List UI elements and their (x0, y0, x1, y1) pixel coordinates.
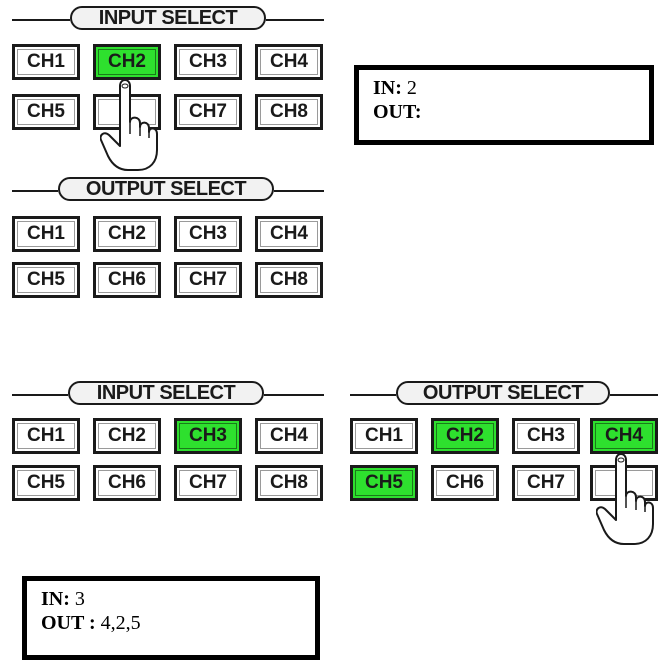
header-rule-left (350, 394, 396, 396)
panel-a-input-ch7-button[interactable]: CH7 (174, 94, 242, 130)
display-in-value: 3 (74, 588, 85, 610)
button-label: CH2 (445, 425, 484, 446)
button-label: CH4 (604, 425, 643, 446)
button-label: CH6 (445, 472, 484, 493)
display-out-label: OUT: (373, 101, 422, 123)
panel-a-status-display: IN: 2 OUT: (354, 65, 654, 145)
header-rule-right (264, 394, 324, 396)
button-label: CH1 (26, 223, 65, 244)
button-label: CH5 (26, 269, 65, 290)
panel-b-status-display: IN: 3 OUT : 4,2,5 (22, 576, 320, 660)
button-label: CH2 (107, 425, 146, 446)
panel-a-input-ch3-button[interactable]: CH3 (174, 44, 242, 80)
panel-a-output-ch2-button[interactable]: CH2 (93, 216, 161, 252)
panel-a-input-ch2-button[interactable]: CH2 (93, 44, 161, 80)
display-in-row: IN: 3 (41, 587, 315, 611)
display-in-label: IN: (373, 77, 402, 99)
button-label: CH5 (364, 472, 403, 493)
button-label: CH8 (269, 269, 308, 290)
panel-b-input-ch7-button[interactable]: CH7 (174, 465, 242, 501)
header-rule-left (12, 19, 70, 21)
button-label: CH2 (107, 51, 146, 72)
panel-b-output-ch4-button[interactable]: CH4 (590, 418, 658, 454)
panel-b-input-select-title: INPUT SELECT (68, 381, 264, 405)
header-rule-right (266, 19, 324, 21)
button-label: CH1 (26, 425, 65, 446)
panel-a-output-ch5-button[interactable]: CH5 (12, 262, 80, 298)
button-label: CH2 (107, 223, 146, 244)
button-label: CH4 (269, 425, 308, 446)
button-label: CH4 (269, 223, 308, 244)
panel-a-output-ch4-button[interactable]: CH4 (255, 216, 323, 252)
panel-b-output-select-title: OUTPUT SELECT (396, 381, 610, 405)
button-label: CH8 (269, 101, 308, 122)
panel-b-output-ch2-button[interactable]: CH2 (431, 418, 499, 454)
button-label: CH7 (526, 472, 565, 493)
display-out-row: OUT: (373, 100, 649, 124)
panel-a-input-select-title: INPUT SELECT (70, 6, 266, 30)
button-label: CH3 (188, 223, 227, 244)
panel-b-input-ch5-button[interactable]: CH5 (12, 465, 80, 501)
button-label: CH7 (188, 269, 227, 290)
display-out-label: OUT : (41, 612, 96, 634)
panel-a-output-ch1-button[interactable]: CH1 (12, 216, 80, 252)
panel-b-input-ch1-button[interactable]: CH1 (12, 418, 80, 454)
panel-b-input-ch3-button[interactable]: CH3 (174, 418, 242, 454)
panel-a-output-ch3-button[interactable]: CH3 (174, 216, 242, 252)
header-rule-left (12, 190, 58, 192)
panel-a-input-ch5-button[interactable]: CH5 (12, 94, 80, 130)
display-in-row: IN: 2 (373, 76, 649, 100)
display-in-label: IN: (41, 588, 70, 610)
panel-b-output-ch3-button[interactable]: CH3 (512, 418, 580, 454)
display-out-value: 4,2,5 (100, 612, 141, 634)
panel-b-output-ch7-button[interactable]: CH7 (512, 465, 580, 501)
button-label: CH1 (364, 425, 403, 446)
panel-b-output-ch8-button[interactable] (590, 465, 658, 501)
button-label: CH7 (188, 472, 227, 493)
panel-a-output-ch7-button[interactable]: CH7 (174, 262, 242, 298)
panel-a-input-ch4-button[interactable]: CH4 (255, 44, 323, 80)
button-label: CH5 (26, 101, 65, 122)
button-label: CH8 (269, 472, 308, 493)
panel-b-input-ch8-button[interactable]: CH8 (255, 465, 323, 501)
panel-a-input-ch1-button[interactable]: CH1 (12, 44, 80, 80)
panel-b-input-ch6-button[interactable]: CH6 (93, 465, 161, 501)
display-in-value: 2 (406, 77, 417, 99)
panel-a-output-ch6-button[interactable]: CH6 (93, 262, 161, 298)
panel-b-input-ch2-button[interactable]: CH2 (93, 418, 161, 454)
panel-b-output-ch6-button[interactable]: CH6 (431, 465, 499, 501)
button-label: CH5 (26, 472, 65, 493)
button-label: CH7 (188, 101, 227, 122)
button-label: CH3 (188, 51, 227, 72)
panel-a-input-ch6-button[interactable] (93, 94, 161, 130)
panel-a-output-ch8-button[interactable]: CH8 (255, 262, 323, 298)
header-rule-right (274, 190, 324, 192)
header-rule-right (610, 394, 658, 396)
panel-b-input-ch4-button[interactable]: CH4 (255, 418, 323, 454)
button-label: CH4 (269, 51, 308, 72)
panel-b-output-ch5-button[interactable]: CH5 (350, 465, 418, 501)
header-rule-left (12, 394, 68, 396)
panel-a-input-select-header: INPUT SELECT (12, 6, 324, 32)
panel-a-input-ch8-button[interactable]: CH8 (255, 94, 323, 130)
button-label: CH3 (188, 425, 227, 446)
panel-b-output-ch1-button[interactable]: CH1 (350, 418, 418, 454)
display-out-row: OUT : 4,2,5 (41, 611, 315, 635)
panel-a-output-select-title: OUTPUT SELECT (58, 177, 274, 201)
button-label: CH6 (107, 472, 146, 493)
button-label: CH6 (107, 269, 146, 290)
button-label: CH1 (26, 51, 65, 72)
button-label: CH3 (526, 425, 565, 446)
